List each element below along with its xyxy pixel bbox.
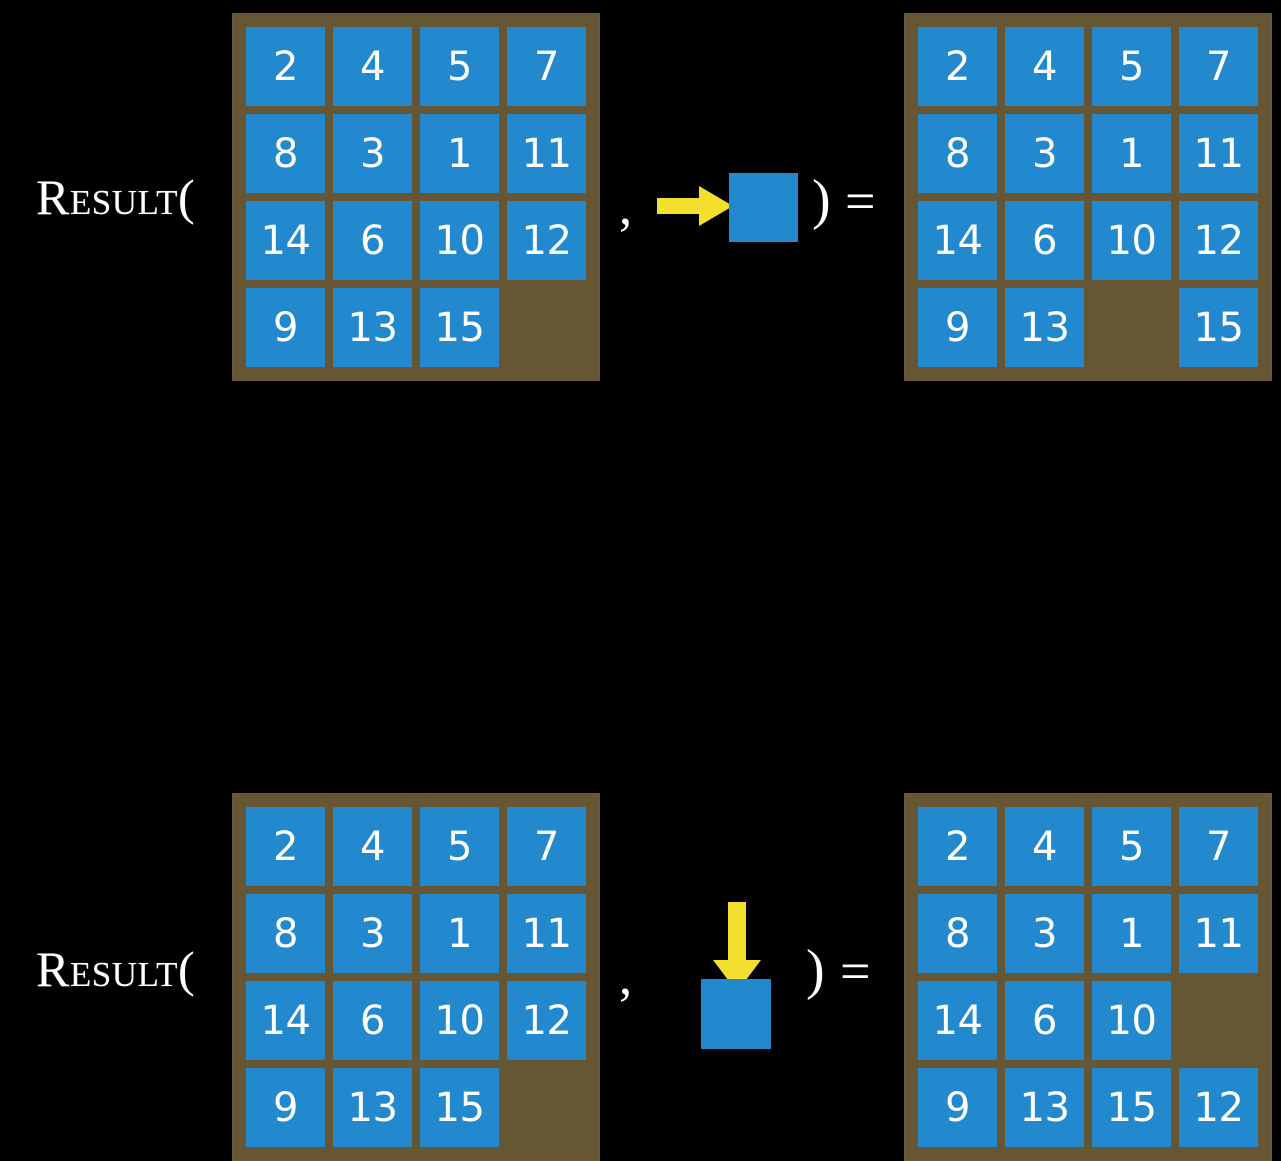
tile[interactable]: 1	[420, 894, 499, 973]
tile[interactable]: 7	[507, 807, 586, 886]
tile[interactable]: 9	[918, 1068, 997, 1147]
tile[interactable]: 4	[1005, 807, 1084, 886]
tile[interactable]: 9	[246, 1068, 325, 1147]
tile[interactable]: 15	[420, 288, 499, 367]
tile[interactable]: 4	[333, 807, 412, 886]
tile[interactable]: 10	[1092, 981, 1171, 1060]
tile[interactable]: 11	[507, 894, 586, 973]
tile[interactable]: 12	[507, 201, 586, 280]
tile[interactable]: 14	[246, 201, 325, 280]
tile[interactable]: 3	[333, 114, 412, 193]
tile[interactable]: 8	[918, 894, 997, 973]
closing-paren: )	[812, 169, 831, 231]
blank-tile[interactable]	[1092, 288, 1171, 367]
argument-separator-comma: ,	[619, 179, 632, 236]
tile[interactable]: 5	[1092, 807, 1171, 886]
tile[interactable]: 3	[1005, 894, 1084, 973]
tile[interactable]: 12	[1179, 1068, 1258, 1147]
tile[interactable]: 6	[333, 201, 412, 280]
action-blank-tile-row-1[interactable]	[729, 173, 798, 242]
tile[interactable]: 14	[918, 981, 997, 1060]
arrow-right-icon	[657, 186, 733, 231]
tile[interactable]: 11	[1179, 114, 1258, 193]
blank-tile[interactable]	[507, 1068, 586, 1147]
tile[interactable]: 8	[918, 114, 997, 193]
output-board-row-2: 2 4 5 7 8 3 1 11 14 6 10 9 13 15 12	[904, 793, 1272, 1161]
tile[interactable]: 2	[246, 807, 325, 886]
tile[interactable]: 10	[420, 201, 499, 280]
tile[interactable]: 7	[1179, 807, 1258, 886]
tile[interactable]: 10	[1092, 201, 1171, 280]
tile[interactable]: 11	[1179, 894, 1258, 973]
tile[interactable]: 13	[333, 1068, 412, 1147]
tile[interactable]: 9	[246, 288, 325, 367]
blank-tile[interactable]	[1179, 981, 1258, 1060]
tile[interactable]: 1	[420, 114, 499, 193]
argument-separator-comma: ,	[619, 949, 632, 1006]
tile[interactable]: 9	[918, 288, 997, 367]
tile[interactable]: 3	[333, 894, 412, 973]
tile[interactable]: 5	[420, 807, 499, 886]
tile[interactable]: 1	[1092, 114, 1171, 193]
tile[interactable]: 13	[333, 288, 412, 367]
tile[interactable]: 6	[1005, 201, 1084, 280]
tile[interactable]: 2	[246, 27, 325, 106]
tile[interactable]: 6	[1005, 981, 1084, 1060]
output-board-row-1: 2 4 5 7 8 3 1 11 14 6 10 12 9 13 15	[904, 13, 1272, 381]
tile[interactable]: 14	[918, 201, 997, 280]
input-board-row-2: 2 4 5 7 8 3 1 11 14 6 10 12 9 13 15	[232, 793, 600, 1161]
tile[interactable]: 7	[1179, 27, 1258, 106]
tile[interactable]: 12	[1179, 201, 1258, 280]
closing-paren: )	[806, 939, 825, 1001]
tile[interactable]: 2	[918, 27, 997, 106]
action-blank-tile-row-2[interactable]	[701, 979, 771, 1049]
result-function-label-row-2: Result(	[36, 941, 196, 997]
tile[interactable]: 12	[507, 981, 586, 1060]
tile[interactable]: 2	[918, 807, 997, 886]
tile[interactable]: 15	[420, 1068, 499, 1147]
tile[interactable]: 7	[507, 27, 586, 106]
tile[interactable]: 15	[1179, 288, 1258, 367]
equals-sign: =	[840, 941, 871, 1001]
tile[interactable]: 6	[333, 981, 412, 1060]
equation-row-2: Result( 2 4 5 7 8 3 1 11 14 6 10 12 9 13…	[0, 390, 1281, 1161]
equals-sign: =	[845, 171, 876, 231]
tile[interactable]: 1	[1092, 894, 1171, 973]
blank-tile[interactable]	[507, 288, 586, 367]
tile[interactable]: 10	[420, 981, 499, 1060]
tile[interactable]: 8	[246, 894, 325, 973]
tile[interactable]: 5	[1092, 27, 1171, 106]
tile[interactable]: 11	[507, 114, 586, 193]
tile[interactable]: 4	[1005, 27, 1084, 106]
tile[interactable]: 5	[420, 27, 499, 106]
equation-row-1: Result( 2 4 5 7 8 3 1 11 14 6 10 12 9 13…	[0, 0, 1281, 390]
tile[interactable]: 3	[1005, 114, 1084, 193]
input-board-row-1: 2 4 5 7 8 3 1 11 14 6 10 12 9 13 15	[232, 13, 600, 381]
tile[interactable]: 13	[1005, 288, 1084, 367]
tile[interactable]: 13	[1005, 1068, 1084, 1147]
tile[interactable]: 8	[246, 114, 325, 193]
tile[interactable]: 14	[246, 981, 325, 1060]
tile[interactable]: 4	[333, 27, 412, 106]
tile[interactable]: 15	[1092, 1068, 1171, 1147]
result-function-label-row-1: Result(	[36, 169, 196, 225]
